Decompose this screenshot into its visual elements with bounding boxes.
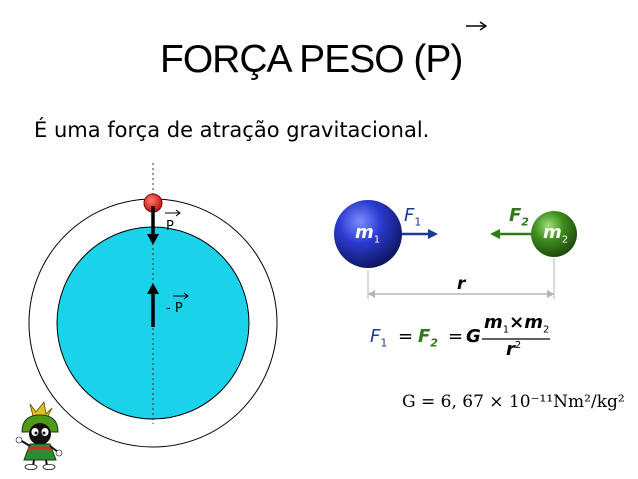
distance-arrow-left [368,290,375,298]
mass1-label: m1 [355,222,381,246]
force1-label: F1 [404,205,422,229]
reaction-label: - P [166,301,183,316]
formula-eq1: = [398,326,414,347]
mass2-label: m2 [543,222,569,246]
force2-label: F2 [509,205,529,229]
formula-numerator: m1×m2 [484,312,550,336]
mass2-sphere [531,211,577,257]
marvin-the-martian-icon [15,401,63,470]
vector-arrow-icon [466,21,488,31]
p-vector-mark-head [175,209,181,217]
weight-arrow-head [147,234,159,245]
gravitational-constant: G = 6, 67 × 10⁻¹¹Nm²/kg² [402,392,625,412]
force2-arrow-head [490,229,500,239]
distance-arrow-right [547,290,554,298]
formula-g: G [466,326,481,347]
subtitle: É uma força de atração gravitacional. [34,118,430,142]
formula-f1: F1 [370,326,388,350]
negp-vector-mark-head [183,292,189,300]
page-title: FORÇA PESO (P) [160,38,463,81]
formula-denominator: r2 [506,339,522,360]
force1-arrow-head [428,229,438,239]
formula-eq2: = [448,326,464,347]
weight-label: P [166,219,174,234]
mass1-sphere [334,200,402,268]
reaction-arrow-head [147,283,159,294]
distance-label: r [457,274,466,294]
formula-f2: F2 [418,326,438,350]
